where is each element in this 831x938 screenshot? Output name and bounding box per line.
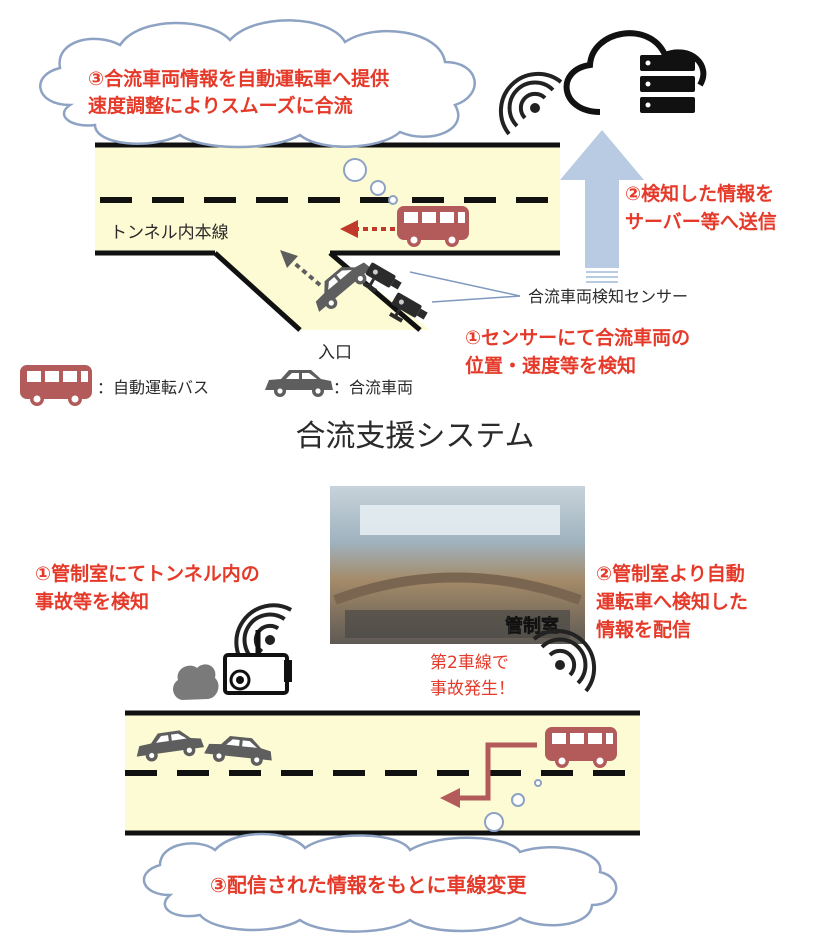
bottom-step2-line3: 情報を配信	[596, 618, 691, 641]
top-step1-line2: 位置・速度等を検知	[465, 354, 636, 377]
legend-bus-label: ：自動運転バス	[97, 378, 209, 397]
legend-bus-icon	[20, 365, 92, 406]
bottom-section: 管制室 ①管制室にてトンネル内の 事故等を検知 ②管制室より自動 運転車へ検知し…	[35, 486, 748, 933]
bus-direction-arrow	[340, 220, 358, 238]
bottom-step1-line1: ①管制室にてトンネル内の	[35, 562, 260, 585]
bottom-step2-line2: 運転車へ検知した	[596, 590, 748, 613]
cloud-server-icon	[563, 30, 707, 115]
system-title: 合流支援システム	[295, 419, 534, 454]
entrance-label: 入口	[318, 343, 352, 363]
info-cloud-bottom	[142, 832, 618, 933]
entrance-ramp-road	[215, 253, 430, 330]
bottom-step1-line2: 事故等を検知	[35, 590, 149, 613]
legend-car-icon	[265, 370, 333, 397]
accident-line1: 第2車線で	[430, 653, 509, 673]
top-section: ③合流車両情報を自動運転車へ提供 速度調整によりスムーズに合流 ②検知した情報を…	[20, 19, 777, 454]
top-step2-line1: ②検知した情報を	[625, 182, 774, 205]
tunnel-label: トンネル内本線	[110, 223, 229, 243]
legend-car-label: ：合流車両	[333, 378, 413, 397]
bottom-step2-line1: ②管制室より自動	[596, 562, 745, 585]
top-cloud-line1: ③合流車両情報を自動運転車へ提供	[88, 67, 389, 90]
bottom-cloud-text: ③配信された情報をもとに車線変更	[210, 873, 528, 897]
control-room-photo: 管制室	[330, 486, 585, 644]
lane-change-arrow	[460, 742, 537, 801]
control-room-label: 管制室	[505, 615, 559, 637]
smoke-icon	[173, 664, 219, 700]
send-to-server-arrow	[560, 130, 644, 283]
car-direction-arrow	[280, 250, 298, 268]
surveillance-camera-icon	[223, 630, 292, 695]
top-cloud-line2: 速度調整によりスムーズに合流	[88, 94, 353, 117]
sensor-label: 合流車両検知センサー	[528, 287, 688, 306]
top-step2-line2: サーバー等へ送信	[625, 210, 777, 233]
wireless-signal-icon	[498, 71, 563, 136]
info-cloud-top	[39, 19, 476, 149]
top-step1-line1: ①センサーにて合流車両の	[465, 326, 690, 349]
accident-line2: 事故発生！	[430, 679, 515, 699]
